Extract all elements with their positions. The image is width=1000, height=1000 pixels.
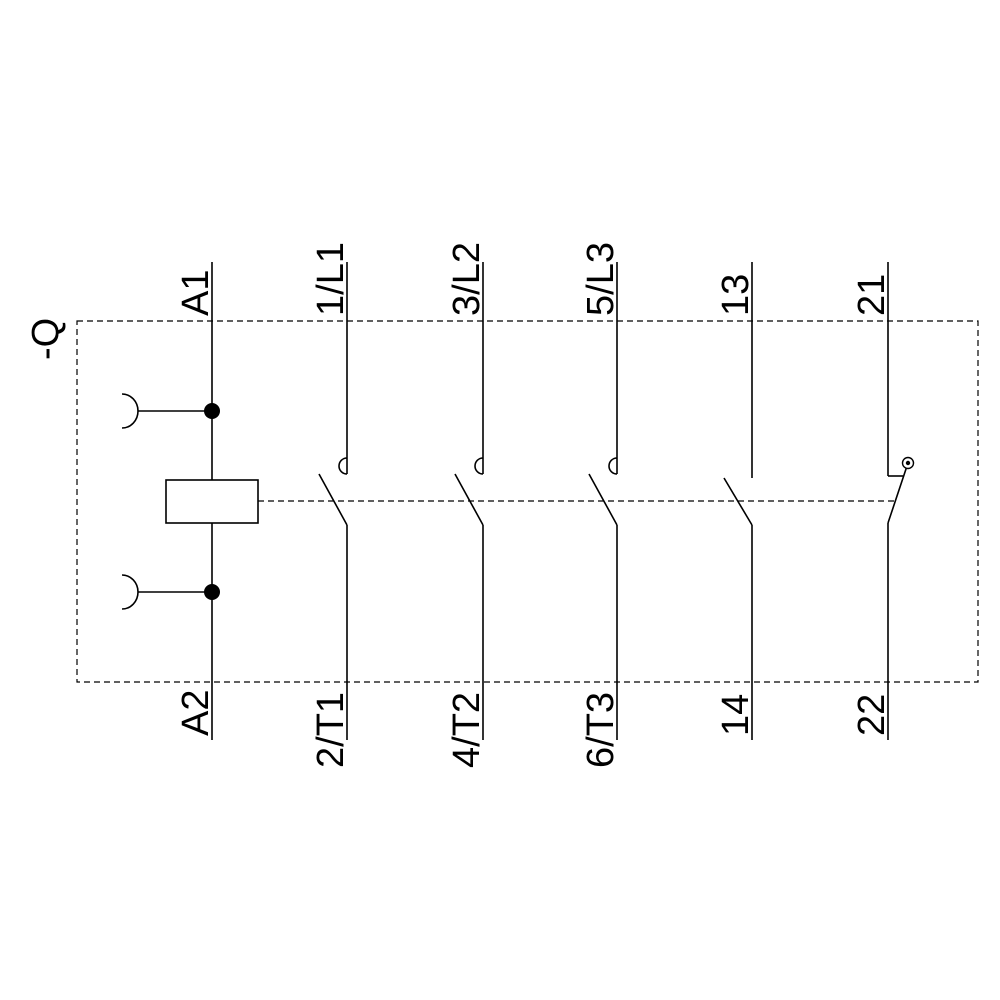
main-contact-1: 1/L1 2/T1 <box>310 242 352 768</box>
main-contact-1-top-label: 1/L1 <box>310 242 352 316</box>
device-enclosure <box>76 320 979 683</box>
main-contact-2-blade <box>454 473 484 526</box>
main-contact-1-blade <box>318 473 348 526</box>
main-contact-3-bottom-label: 6/T3 <box>580 692 622 768</box>
aux-no-bottom-label: 14 <box>715 694 757 736</box>
main-contact-2-arc-icon <box>474 457 484 475</box>
terminal-a2-socket-icon <box>121 574 139 610</box>
main-contact-3-blade <box>588 473 618 526</box>
auxiliary-nc-contact: 21 22 <box>851 262 915 740</box>
junction-dot-a1 <box>204 403 220 419</box>
aux-nc-top-label: 21 <box>851 274 893 316</box>
main-contact-1-bottom-label: 2/T1 <box>310 692 352 768</box>
aux-nc-blade <box>887 462 909 524</box>
main-contact-2-bottom-label: 4/T2 <box>446 692 488 768</box>
main-contact-1-arc-icon <box>338 457 348 475</box>
coil-bottom-terminal-label: A2 <box>175 690 217 736</box>
aux-no-blade <box>723 477 753 526</box>
main-contact-2-top-label: 3/L2 <box>446 242 488 316</box>
junction-dot-a2 <box>204 584 220 600</box>
auxiliary-no-contact: 13 14 <box>715 262 757 740</box>
device-tag: -Q <box>25 318 67 360</box>
main-contact-3-top-label: 5/L3 <box>580 242 622 316</box>
coil-symbol <box>165 479 259 524</box>
main-contact-2: 3/L2 4/T2 <box>446 242 488 768</box>
main-contact-3-arc-icon <box>608 457 618 475</box>
coil-circuit: A1 A2 <box>121 262 259 740</box>
coil-top-terminal-label: A1 <box>175 270 217 316</box>
aux-no-top-label: 13 <box>715 274 757 316</box>
aux-nc-bottom-label: 22 <box>851 694 893 736</box>
main-contact-3: 5/L3 6/T3 <box>580 242 622 768</box>
terminal-a1-socket-icon <box>121 393 139 429</box>
aux-nc-pivot-center-icon <box>905 460 911 466</box>
